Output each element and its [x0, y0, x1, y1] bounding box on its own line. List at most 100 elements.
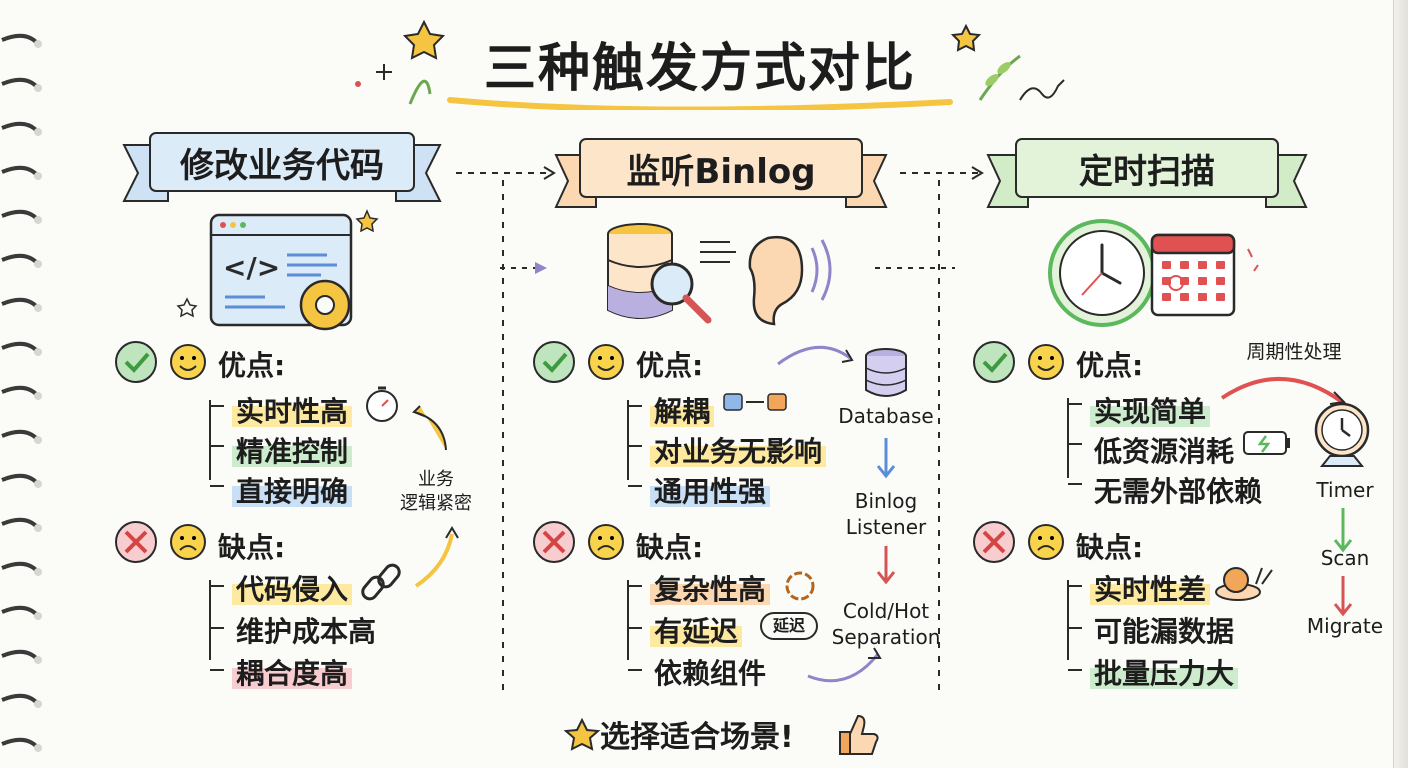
con-2-2: 有延迟 [650, 610, 743, 650]
spiral-ring [1, 33, 40, 46]
pro-2-1: 解耦 [650, 390, 715, 430]
ribbons [122, 132, 1308, 208]
con-3-2: 可能漏数据 [1094, 615, 1235, 648]
check-icon [973, 341, 1015, 383]
calendar-cell [1180, 293, 1189, 301]
column-2-status-icons [533, 341, 624, 563]
pro-3-3: 无需外部依赖 [1094, 475, 1263, 508]
star-icon [950, 23, 982, 52]
spiral-ring [1, 693, 40, 706]
pro-1-2: 精准控制 [232, 430, 353, 470]
punch-hole [34, 348, 42, 356]
spiral-binding [1, 33, 42, 752]
pros-label-2: 优点: [636, 349, 704, 382]
swirl-arrow-icon [1019, 79, 1065, 101]
page-edge [1393, 0, 1408, 768]
column-1-status-icons [115, 341, 206, 563]
leaf-icon [408, 79, 432, 105]
spiral-ring [1, 473, 40, 486]
pro-1-3: 直接明确 [232, 470, 353, 510]
smiley-icon [588, 344, 624, 380]
punch-hole [34, 128, 42, 136]
column-3-status-icons [973, 341, 1064, 563]
spiral-ring [1, 297, 40, 310]
snail-icon [1215, 567, 1273, 601]
punch-hole [34, 480, 42, 488]
cons-label-1: 缺点: [218, 531, 286, 564]
database-listen-illustration [607, 223, 832, 326]
ribbon-scheduled-scan: 定时扫描 [1079, 152, 1215, 192]
calendar-cell [1198, 293, 1207, 301]
note-business-logic: 业务 逻辑紧密 [400, 469, 472, 514]
ribbon-modify-code: 修改业务代码 [180, 146, 384, 186]
spiral-ring [1, 561, 40, 574]
stopwatch-icon [366, 386, 398, 422]
cons-label-2: 缺点: [636, 531, 704, 564]
chain-icon [361, 563, 401, 601]
con-2-3: 依赖组件 [654, 657, 767, 690]
title-decoration [355, 19, 1065, 110]
punch-hole [34, 304, 42, 312]
check-icon [533, 341, 575, 383]
calendar-icon [1150, 233, 1236, 317]
con-3-1: 实时性差 [1090, 568, 1211, 608]
page-title: 三种触发方式对比 [483, 39, 916, 99]
spiral-ring [1, 341, 40, 354]
spiral-ring [1, 121, 40, 134]
punch-hole [34, 392, 42, 400]
flow-scan: Scan [1320, 546, 1370, 570]
calendar-cell [1180, 261, 1189, 269]
binlog-flow-icons [865, 348, 907, 585]
star-icon [563, 717, 601, 751]
ear-icon [748, 235, 804, 326]
flow-migrate: Migrate [1306, 614, 1384, 638]
punch-hole [34, 656, 42, 664]
flow-timer: Timer [1316, 478, 1374, 502]
sad-face-icon [170, 524, 206, 560]
con-1-1: 代码侵入 [232, 568, 353, 608]
calendar-cell [1198, 261, 1207, 269]
flow-binlog-listener: Binlog Listener [845, 489, 927, 539]
pro-1-1: 实时性高 [232, 390, 353, 430]
punch-hole [34, 172, 42, 180]
flow-database: Database [838, 404, 934, 428]
calendar-cell [1198, 277, 1207, 285]
con-3-3: 批量压力大 [1090, 652, 1239, 692]
tangle-icon [785, 571, 815, 601]
punch-hole [34, 568, 42, 576]
spiral-ring [1, 605, 40, 618]
punch-hole [34, 524, 42, 532]
calendar-cell [1216, 277, 1225, 285]
footer-decoration [563, 714, 879, 755]
cons-label-3: 缺点: [1076, 531, 1144, 564]
pro-3-1: 实现简单 [1090, 390, 1211, 430]
spiral-ring [1, 517, 40, 530]
database-icon [865, 348, 907, 397]
battery-icon [1243, 431, 1290, 455]
sparkle-icon [376, 64, 392, 80]
check-icon [115, 341, 157, 383]
sad-face-icon [1028, 524, 1064, 560]
column-1-bullets [209, 386, 459, 671]
spiral-ring [1, 209, 40, 222]
column-2-bullets [627, 345, 882, 683]
punch-hole [34, 40, 42, 48]
leaf-icon [978, 54, 1021, 101]
dot-icon [355, 81, 361, 87]
column-separators [495, 180, 955, 690]
smiley-icon [170, 344, 206, 380]
punch-hole [34, 744, 42, 752]
pro-2-3: 通用性强 [650, 470, 771, 510]
punch-hole [34, 216, 42, 224]
cross-icon [533, 521, 575, 563]
star-icon [402, 19, 446, 60]
punch-hole [34, 436, 42, 444]
calendar-cell [1162, 261, 1171, 269]
con-2-1: 复杂性高 [650, 568, 771, 608]
spiral-ring [1, 737, 40, 750]
ribbon-listen-binlog: 监听Binlog [626, 152, 816, 192]
smiley-icon [1028, 344, 1064, 380]
spiral-ring [1, 77, 40, 90]
punch-hole [34, 84, 42, 92]
